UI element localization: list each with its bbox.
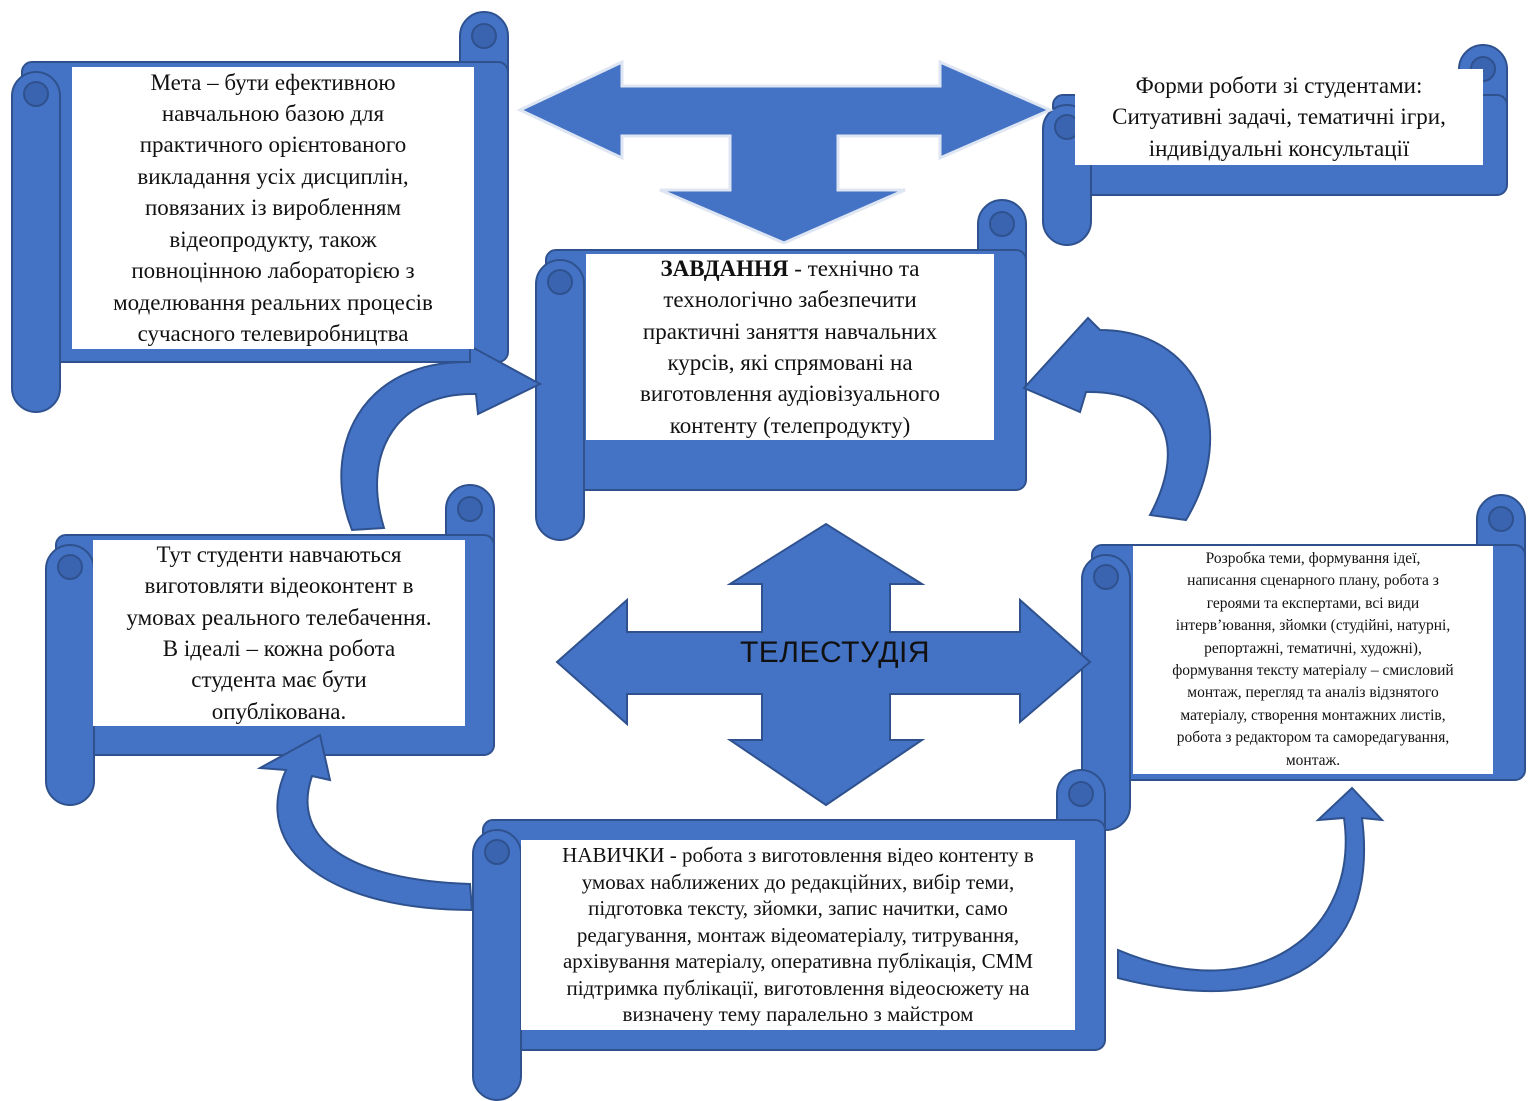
- goal-line: відеопродукту, також: [169, 226, 377, 252]
- task-scroll-left-roll: [535, 259, 585, 541]
- task-line: виготовлення аудіовізуального: [640, 381, 940, 407]
- top-three-way-arrow: [516, 59, 1054, 245]
- task-line: практичні заняття навчальних: [642, 318, 938, 344]
- students-scroll-right-curl: [457, 496, 483, 522]
- skills-line: підготовка тексту, зйомки, запис начитки…: [588, 896, 1008, 921]
- students-line: В ідеалі – кожна робота: [162, 636, 396, 661]
- students-text-box: Тут студенти навчаються виготовляти відео…: [93, 540, 465, 726]
- work-stages-line: героями та експертами, всі види: [1206, 594, 1420, 612]
- students-line: виготовляти відеоконтент в: [144, 573, 414, 599]
- students-scroll-left-roll: [45, 544, 95, 806]
- skills-line: редагування, монтаж відеоматеріалу, титр…: [576, 922, 1020, 947]
- task-text-box: ЗАВДАННЯ - технічно та технологічно забе…: [586, 254, 994, 440]
- students-line: Тут студенти навчаються: [156, 541, 402, 567]
- skills-line: умовах наближених до редакційних, вибір …: [581, 869, 1015, 894]
- skills-line: архівування матеріалу, оперативна публік…: [562, 949, 1034, 974]
- goal-line: повязаних із виробленням: [144, 195, 402, 221]
- work-forms-line: Ситуативні задачі, тематичні ігри,: [1112, 104, 1446, 130]
- curved-arrow-skills-to-students: [256, 733, 474, 912]
- students-line: умовах реального телебачення.: [126, 604, 432, 630]
- task-line: курсів, які спрямовані на: [667, 350, 913, 375]
- curved-arrow-skills-to-work: [1117, 786, 1385, 993]
- work-stages-line: матеріалу, створення монтажних листів,: [1180, 706, 1446, 724]
- center-four-way-arrow: [555, 522, 1092, 807]
- skills-scroll-left-roll: [472, 829, 522, 1101]
- work-stages-line: Розробка теми, формування ідеї,: [1205, 549, 1421, 567]
- work-stages-line: написання сценарного плану, робота з: [1187, 572, 1439, 590]
- goal-text-box: Мета – бути ефективною навчальною базою д…: [72, 67, 474, 349]
- goal-scroll-left-curl: [23, 81, 49, 107]
- goal-line: практичного орієнтованого: [139, 132, 407, 158]
- skills-line: НАВИЧКИ - робота з виготовлення відео ко…: [562, 842, 1034, 867]
- task-scroll-left-curl: [547, 269, 573, 295]
- task-first-line-rest: - технічно та: [788, 255, 920, 281]
- goal-line: повноцінною лабораторією з: [131, 258, 415, 284]
- task-scroll-right-curl: [989, 211, 1015, 237]
- tv-studio-label: ТЕЛЕСТУДІЯ: [739, 636, 931, 669]
- goal-scroll-right-curl: [471, 23, 497, 49]
- students-scroll-left-curl: [57, 554, 83, 580]
- work-stages-line: монтаж, перегляд та аналіз відзнятого: [1187, 684, 1439, 702]
- task-line: технологічно забезпечити: [663, 287, 917, 313]
- work-stages-line: формування тексту матеріалу – смисловий: [1172, 662, 1454, 679]
- goal-scroll-left-roll: [11, 71, 61, 413]
- arrow-shapes-layer: [256, 59, 1385, 993]
- goal-line: Мета – бути ефективною: [150, 69, 396, 95]
- work-forms-line: індивідуальні консультації: [1148, 135, 1410, 161]
- skills-line: підтримка публікації, виготовлення відео…: [566, 975, 1030, 1000]
- work-forms-text-box: Форми роботи зі студентами: Ситуативні за…: [1075, 69, 1483, 165]
- task-heading: ЗАВДАННЯ: [660, 255, 789, 281]
- work-stages-text-box: Розробка теми, формування ідеї, написання…: [1133, 546, 1493, 774]
- work-stages-scroll-left-curl: [1093, 564, 1119, 590]
- task-line: контенту (телепродукту): [669, 412, 911, 438]
- work-stages-line: інтерв’ювання, зйомки (студійні, натурні…: [1175, 617, 1451, 635]
- task-first-line: ЗАВДАННЯ - технічно та: [586, 253, 994, 284]
- work-stages-scroll-right-curl: [1488, 506, 1514, 532]
- curved-arrow-students-to-task: [340, 344, 543, 532]
- students-line: опублікована.: [211, 698, 347, 724]
- work-forms-line: Форми роботи зі студентами:: [1135, 72, 1423, 98]
- work-stages-line: робота з редактором та саморедагування,: [1176, 729, 1450, 747]
- goal-line: сучасного телевиробництва: [137, 320, 409, 346]
- work-stages-line: репортажні, тематичні, художні),: [1204, 639, 1422, 657]
- students-line: студента має бути: [191, 667, 367, 693]
- goal-line: викладання усіх дисциплін,: [137, 163, 409, 189]
- curved-arrow-work-to-task: [1022, 316, 1211, 522]
- goal-line: навчальною базою для: [161, 101, 385, 127]
- skills-text-box: НАВИЧКИ - робота з виготовлення відео ко…: [521, 840, 1075, 1030]
- work-stages-line: монтаж.: [1285, 751, 1341, 769]
- goal-line: моделювання реальних процесів: [113, 289, 433, 315]
- skills-line: визначену тему паралельно з майстром: [622, 1002, 974, 1027]
- skills-scroll-right-curl: [1068, 781, 1094, 807]
- skills-scroll-left-curl: [484, 839, 510, 865]
